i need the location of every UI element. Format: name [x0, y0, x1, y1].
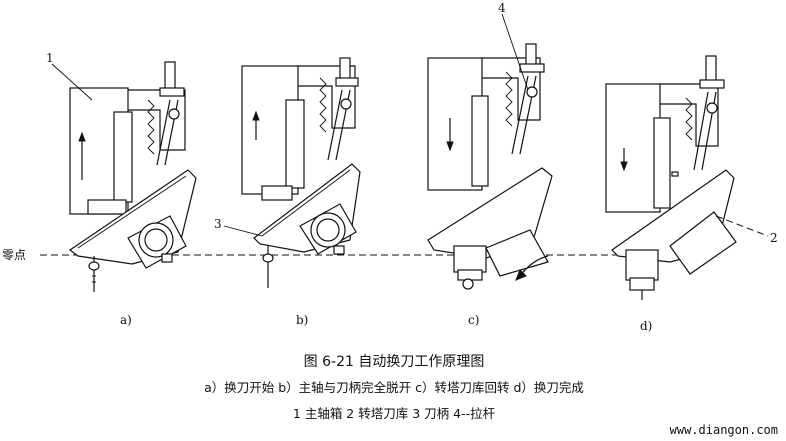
- zero-point-label: 零点: [2, 248, 26, 262]
- spindle-box: [605, 83, 661, 213]
- panel-a: [68, 61, 197, 292]
- callout-1: 1: [46, 51, 54, 65]
- figure-sublabels: a）换刀开始 b）主轴与刀柄完全脱开 c）转塔刀库回转 d）换刀完成: [204, 380, 584, 395]
- panel-b: [241, 57, 361, 288]
- watermark: www.diangon.com: [670, 423, 778, 437]
- callout-2: 2: [770, 231, 778, 245]
- panel-d: [605, 55, 737, 300]
- figure-legend: 1 主轴箱 2 转塔刀库 3 刀柄 4--拉杆: [293, 406, 496, 421]
- callout-3: 3: [214, 217, 222, 231]
- panel-label-c: c): [468, 313, 479, 327]
- panel-c: [427, 43, 553, 290]
- callout-4: 4: [498, 1, 506, 15]
- figure-title: 图 6-21 自动换刀工作原理图: [304, 353, 485, 370]
- panel-label-d: d): [640, 319, 652, 333]
- panel-label-b: b): [296, 313, 308, 327]
- panel-label-a: a): [120, 313, 132, 327]
